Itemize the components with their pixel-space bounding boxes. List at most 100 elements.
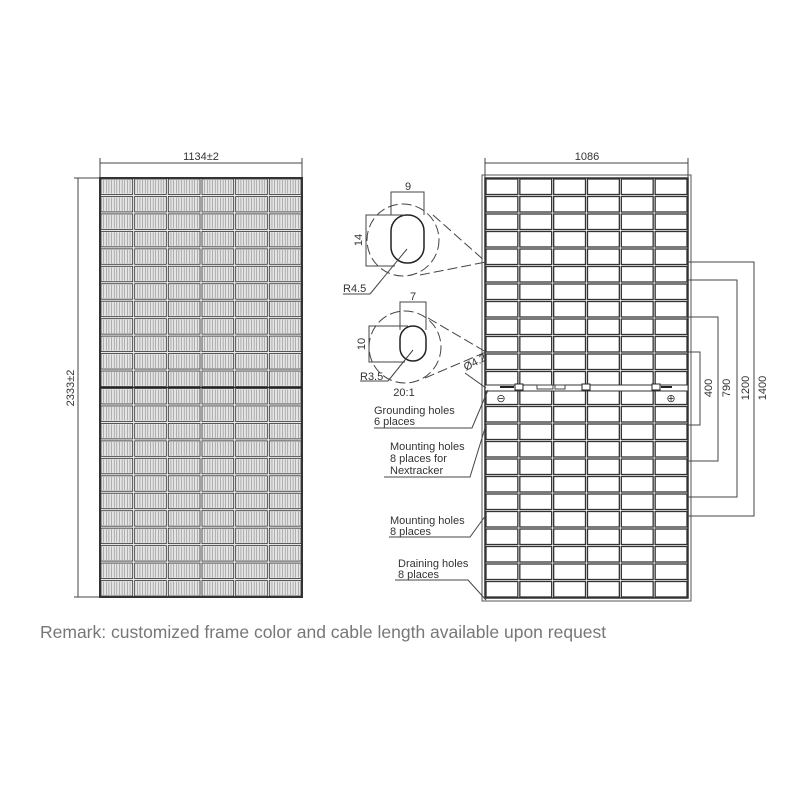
solar-cell: [553, 563, 587, 581]
solar-cell: [485, 283, 519, 301]
rear-width-label: 1086: [575, 151, 599, 163]
solar-cell: [553, 510, 587, 528]
solar-cell: [553, 195, 587, 213]
solar-cell: [553, 528, 587, 546]
junction-box: [554, 384, 566, 390]
callout-nextracker-line3: Nextracker: [390, 465, 444, 477]
solar-cell: [654, 580, 688, 598]
solar-cell: [519, 440, 553, 458]
solar-cell: [519, 335, 553, 353]
solar-cell: [519, 475, 553, 493]
dimension-1400-label: 1400: [757, 376, 769, 400]
solar-cell: [586, 178, 620, 196]
solar-cell: [586, 230, 620, 248]
solar-cell: [485, 423, 519, 441]
solar-cell: [485, 335, 519, 353]
junction-box: [536, 384, 554, 390]
solar-cell: [553, 545, 587, 563]
solar-cell: [519, 265, 553, 283]
slot1-width-label: 9: [405, 181, 411, 193]
callout-nextracker-line1: Mounting holes: [390, 441, 465, 453]
solar-cell: [620, 248, 654, 266]
solar-cell: [620, 528, 654, 546]
solar-cell: [485, 353, 519, 371]
slot-10x7: [399, 325, 427, 362]
solar-cell: [553, 318, 587, 336]
solar-cell: [654, 528, 688, 546]
slot-width-dim: [399, 301, 427, 330]
solar-cell: [553, 493, 587, 511]
solar-cell: [519, 248, 553, 266]
callout-mounting-line1: Mounting holes: [390, 515, 465, 527]
solar-cell: [553, 475, 587, 493]
solar-cell: [519, 563, 553, 581]
solar-cell: [553, 300, 587, 318]
solar-cell: [485, 405, 519, 423]
callout-nextracker-line2: 8 places for: [390, 453, 447, 465]
solar-cell: [620, 335, 654, 353]
solar-cell: [586, 458, 620, 476]
solar-cell: [620, 265, 654, 283]
junction-box: [581, 383, 591, 391]
detail-leader: [424, 351, 487, 379]
solar-cell: [519, 300, 553, 318]
solar-cell: [485, 213, 519, 231]
slot1-radius-label: R4.5: [343, 283, 366, 295]
solar-cell: [620, 580, 654, 598]
solar-cell: [519, 458, 553, 476]
solar-cell: [519, 283, 553, 301]
solar-cell: [519, 405, 553, 423]
solar-cell: [485, 545, 519, 563]
grounding-holes-leader: [374, 389, 489, 429]
solar-cell: [654, 335, 688, 353]
junction-box: [514, 383, 524, 391]
solar-cell: [620, 475, 654, 493]
front-view: 1134±2 2333±2: [65, 151, 303, 598]
solar-cell: [654, 510, 688, 528]
dimension-1400-bracket: [688, 261, 755, 517]
callout-draining-line1: Draining holes: [398, 558, 469, 570]
solar-cell: [519, 195, 553, 213]
solar-cell: [553, 335, 587, 353]
solar-cell: [654, 423, 688, 441]
solar-cell: [654, 458, 688, 476]
solar-cell: [485, 475, 519, 493]
solar-cell: [620, 423, 654, 441]
solar-cell: [586, 423, 620, 441]
solar-cell: [586, 248, 620, 266]
solar-cell: [519, 493, 553, 511]
solar-cell: [553, 230, 587, 248]
solar-cell: [620, 283, 654, 301]
solar-cell: [485, 440, 519, 458]
front-width-label: 1134±2: [183, 151, 219, 163]
solar-cell: [519, 528, 553, 546]
slot-detail-1: [343, 191, 487, 295]
dimension-790-label: 790: [721, 379, 733, 397]
solar-cell: [586, 283, 620, 301]
slot-detail-2: [360, 301, 487, 389]
solar-cell: [586, 510, 620, 528]
detail-leader: [427, 317, 487, 353]
solar-cell: [485, 195, 519, 213]
mounting-holes-leader: [389, 514, 487, 538]
slot2-height-label: 10: [356, 338, 368, 350]
solar-cell: [586, 493, 620, 511]
solar-cell: [553, 580, 587, 598]
dimension-1200-label: 1200: [740, 376, 752, 400]
detail-scale-label: 20:1: [393, 387, 414, 399]
solar-cell: [620, 405, 654, 423]
detail-leader: [432, 214, 487, 263]
solar-cell: [586, 405, 620, 423]
solar-cell: [485, 493, 519, 511]
solar-cell: [654, 563, 688, 581]
callout-draining-line2: 8 places: [398, 569, 439, 581]
dimension-400-label: 400: [703, 379, 715, 397]
solar-cell: [654, 545, 688, 563]
solar-cell: [620, 440, 654, 458]
solar-cell: [586, 475, 620, 493]
solar-cell: [654, 248, 688, 266]
solar-cell: [654, 440, 688, 458]
slot2-radius-label: R3.5: [360, 371, 383, 383]
dimension-400-bracket: [688, 351, 701, 426]
solar-cell: [485, 300, 519, 318]
